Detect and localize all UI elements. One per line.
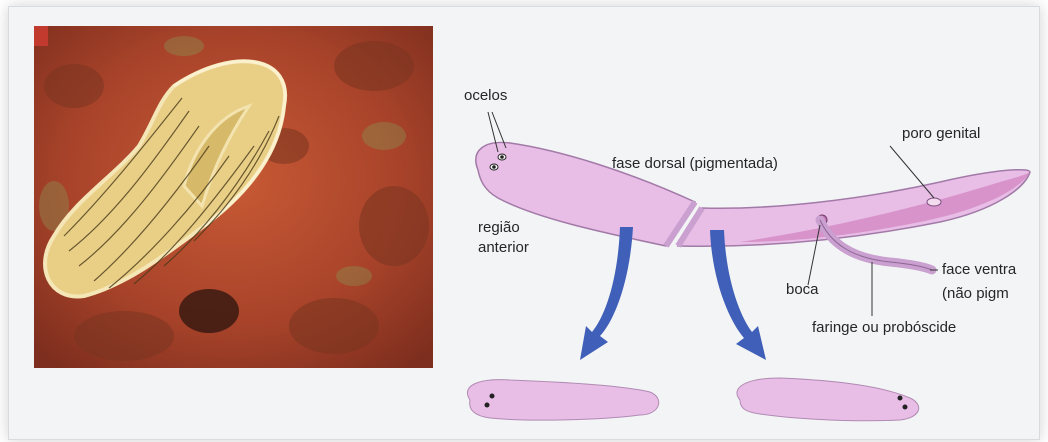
label-dorsal-surface: fase dorsal (pigmentada) [612, 155, 778, 172]
label-anterior-region-1: região [478, 219, 520, 236]
regenerated-worm-right [737, 378, 919, 421]
label-genital-pore: poro genital [902, 125, 980, 142]
corner-marker [34, 26, 48, 46]
genital-pore [927, 198, 941, 206]
label-ocelli: ocelos [464, 87, 507, 104]
label-anterior-region-2: anterior [478, 239, 529, 256]
arrow-down-left-icon [580, 227, 633, 360]
flatworm-photo [34, 26, 433, 368]
arrow-down-right-icon [710, 230, 766, 360]
anatomy-diagram: ocelos fase dorsal (pigmentada) poro gen… [440, 60, 1036, 442]
regenerated-worm-left [467, 380, 658, 420]
label-mouth: boca [786, 281, 819, 298]
worm-posterior-part [678, 170, 1030, 247]
label-ventral-surface-1: face ventra [942, 261, 1017, 278]
label-ventral-surface-2: (não pigm [942, 285, 1009, 302]
label-pharynx: faringe ou probóscide [812, 319, 956, 336]
